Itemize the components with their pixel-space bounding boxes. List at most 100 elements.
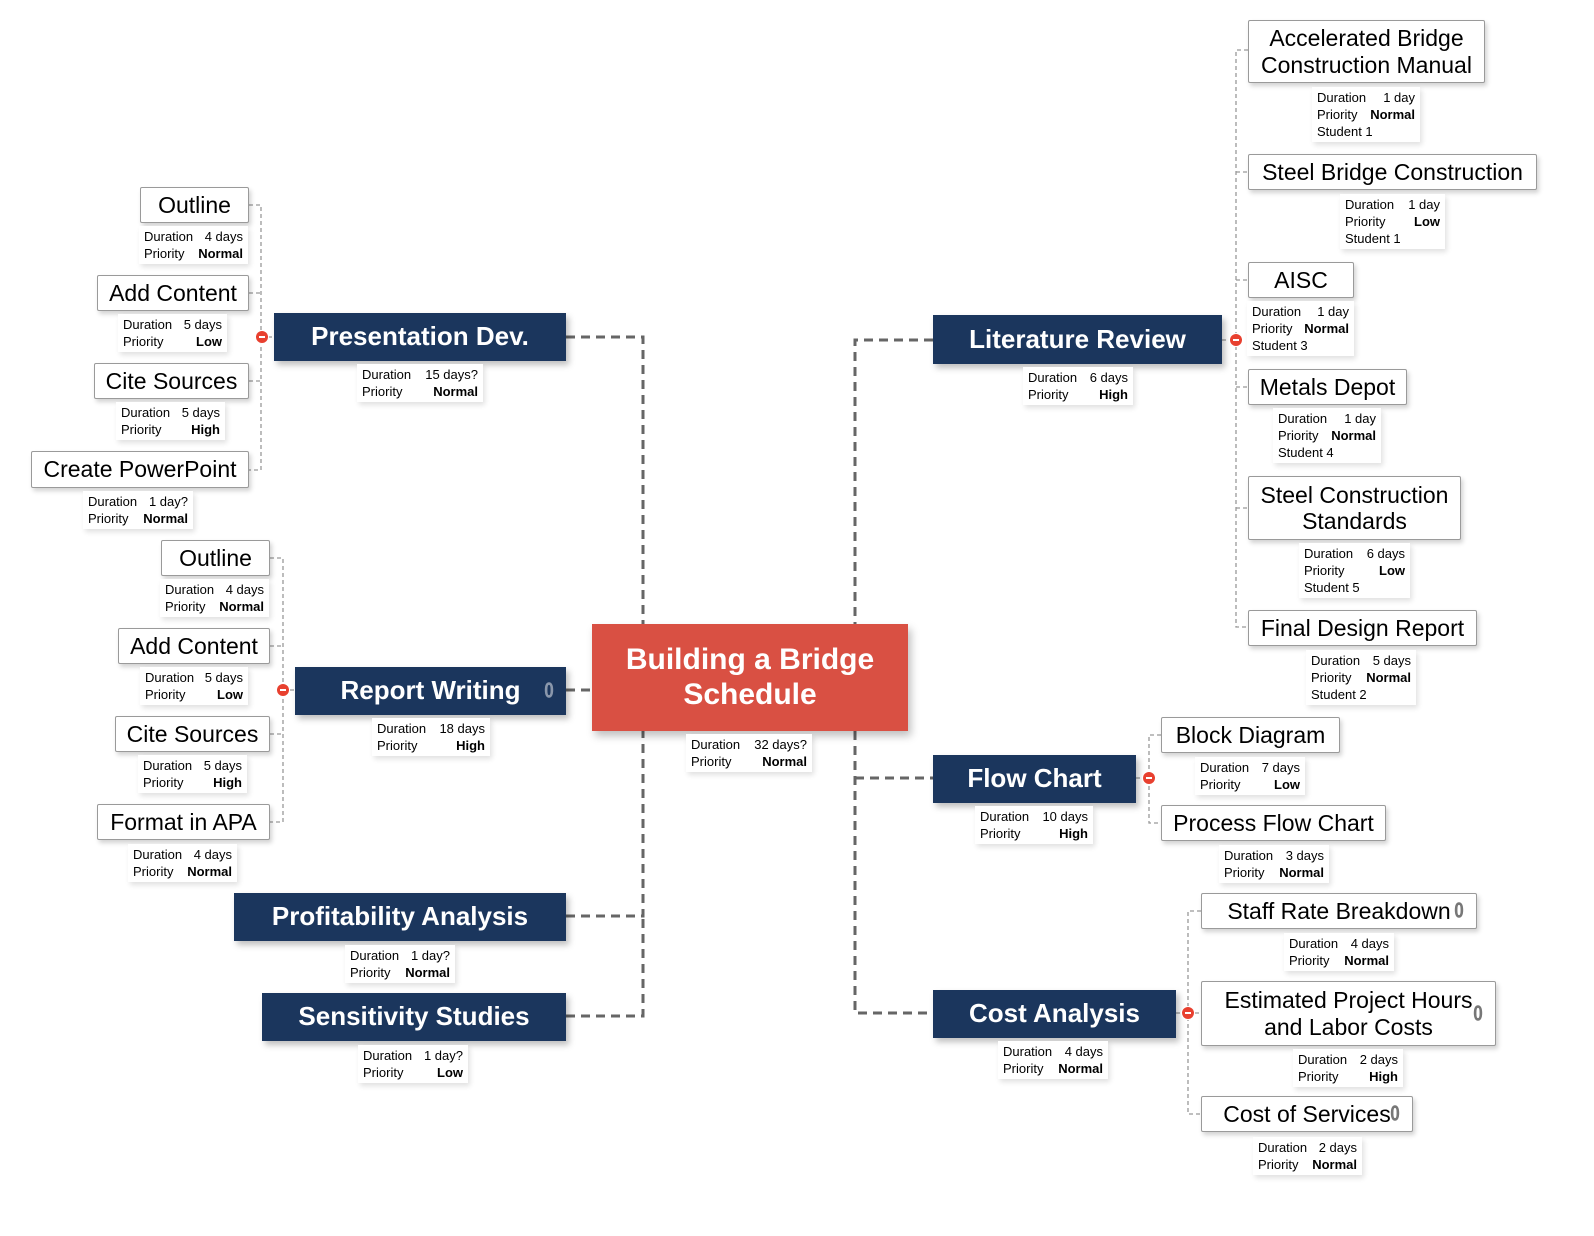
- topic-l-aisc[interactable]: AISC: [1248, 262, 1354, 298]
- topic-profit[interactable]: Profitability Analysis: [234, 893, 566, 941]
- topic-presentation[interactable]: Presentation Dev.: [274, 313, 566, 361]
- topic-p-ppt[interactable]: Create PowerPoint: [31, 451, 249, 488]
- topic-literature[interactable]: Literature Review: [933, 315, 1222, 364]
- topic-l-standards[interactable]: Steel Construction Standards: [1248, 476, 1461, 540]
- topic-title: Sensitivity Studies: [298, 1001, 530, 1032]
- paperclip-icon[interactable]: 0: [1390, 1101, 1400, 1126]
- priority-label: Priority: [1298, 1069, 1339, 1084]
- topic-title: Process Flow Chart: [1173, 809, 1374, 836]
- duration-value: 5 days: [181, 405, 220, 420]
- topic-p-outline[interactable]: Outline: [140, 187, 249, 223]
- duration-value: 1 day: [1344, 411, 1376, 426]
- duration-value: 2 days: [1359, 1052, 1398, 1067]
- paperclip-icon[interactable]: 0: [1473, 1001, 1483, 1025]
- duration-label: Duration: [980, 809, 1030, 824]
- topic-r-cite[interactable]: Cite Sources: [115, 716, 270, 752]
- priority-value: High: [1369, 1069, 1398, 1084]
- duration-label: Duration: [143, 758, 193, 773]
- priority-label: Priority: [165, 599, 206, 614]
- topic-r-outline[interactable]: Outline: [161, 540, 270, 576]
- priority-value: Low: [217, 687, 243, 702]
- topic-r-apa[interactable]: Format in APA: [97, 804, 270, 840]
- topic-title: Block Diagram: [1175, 721, 1326, 748]
- priority-label: Priority: [350, 965, 391, 980]
- priority-label: Priority: [362, 384, 403, 399]
- topic-title: Cost Analysis: [969, 998, 1140, 1029]
- priority-value: Low: [196, 334, 222, 349]
- collapse-toggle-icon[interactable]: [256, 331, 268, 343]
- duration-label: Duration: [1278, 411, 1328, 426]
- topic-l-steel[interactable]: Steel Bridge Construction: [1248, 154, 1537, 190]
- topic-title: Cite Sources: [105, 367, 238, 394]
- paperclip-icon[interactable]: 0: [544, 678, 554, 703]
- duration-label: Duration: [377, 721, 427, 736]
- topic-f-process[interactable]: Process Flow Chart: [1161, 805, 1386, 841]
- priority-label: Priority: [363, 1065, 404, 1080]
- topic-central[interactable]: Building a Bridge Schedule: [592, 624, 908, 731]
- priority-label: Priority: [1311, 670, 1352, 685]
- topic-title: Outline: [179, 544, 252, 571]
- topic-r-content[interactable]: Add Content: [118, 628, 270, 664]
- topic-flow[interactable]: Flow Chart: [933, 755, 1136, 803]
- duration-label: Duration: [1224, 848, 1274, 863]
- topic-l-abc[interactable]: Accelerated Bridge Construction Manual: [1248, 20, 1485, 83]
- topic-l-metals[interactable]: Metals Depot: [1248, 369, 1407, 405]
- collapse-toggle-icon[interactable]: [277, 684, 289, 696]
- topic-sensitivity[interactable]: Sensitivity Studies: [262, 993, 566, 1041]
- collapse-toggle-icon[interactable]: [1143, 772, 1155, 784]
- topic-p-cite[interactable]: Cite Sources: [94, 363, 249, 399]
- duration-label: Duration: [144, 229, 194, 244]
- topic-f-block[interactable]: Block Diagram: [1161, 717, 1340, 753]
- priority-value: Normal: [1344, 953, 1389, 968]
- duration-value: 18 days: [439, 721, 485, 736]
- student-row: Student 3: [1252, 338, 1308, 353]
- topic-p-content[interactable]: Add Content: [97, 275, 249, 311]
- duration-value: 6 days: [1366, 546, 1405, 561]
- duration-value: 4 days: [193, 847, 232, 862]
- topic-cost[interactable]: Cost Analysis: [933, 990, 1176, 1038]
- collapse-toggle-icon[interactable]: [1230, 334, 1242, 346]
- duration-value: 2 days: [1318, 1140, 1357, 1155]
- topic-title: Flow Chart: [967, 763, 1102, 794]
- collapse-toggle-icon[interactable]: [1182, 1007, 1194, 1019]
- duration-label: Duration: [363, 1048, 413, 1063]
- student-row: Student 5: [1304, 580, 1360, 595]
- priority-value: Normal: [405, 965, 450, 980]
- duration-value: 4 days: [1064, 1044, 1103, 1059]
- priority-label: Priority: [144, 246, 185, 261]
- duration-value: 4 days: [1350, 936, 1389, 951]
- topic-l-final[interactable]: Final Design Report: [1248, 610, 1477, 646]
- priority-label: Priority: [1258, 1157, 1299, 1172]
- topic-title: Add Content: [109, 279, 237, 306]
- duration-label: Duration: [1311, 653, 1361, 668]
- paperclip-icon[interactable]: 0: [1454, 898, 1464, 923]
